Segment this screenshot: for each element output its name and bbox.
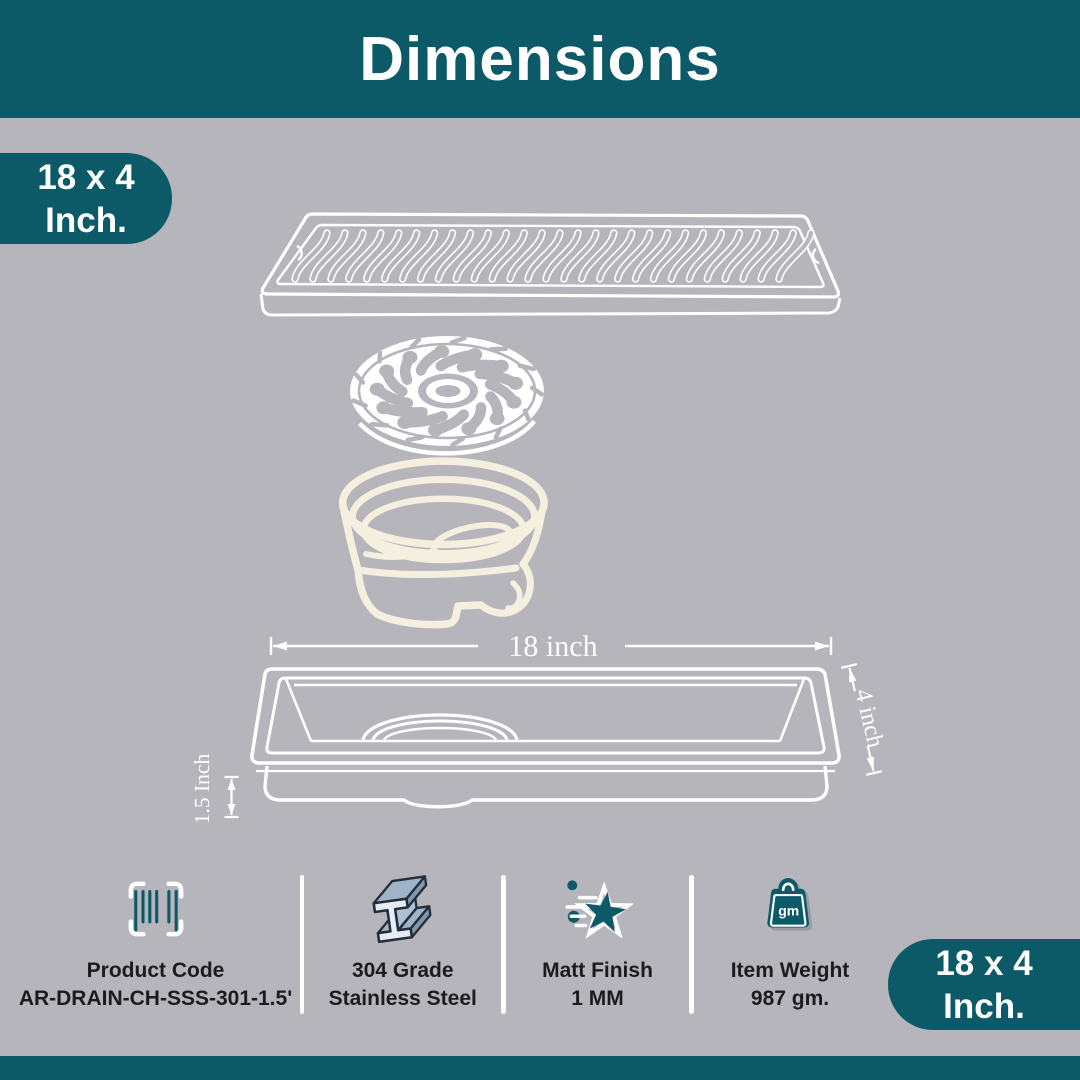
header-band: Dimensions	[0, 0, 1080, 118]
steel-beam-icon	[372, 875, 432, 944]
barcode-icon	[128, 881, 183, 937]
bottom-band	[0, 1056, 1080, 1080]
depth-dimension-label: 1.5 Inch	[190, 754, 214, 825]
weight-bag-icon: gm	[767, 877, 813, 931]
drain-grate-top-drawing	[259, 212, 842, 317]
strainer-plate-drawing	[350, 335, 545, 456]
size-badge-top-line1: 18 x 4	[37, 157, 135, 197]
feature-divider	[689, 875, 694, 1014]
star-sparkle-icon	[564, 880, 633, 939]
feature-title: Item Weight	[730, 959, 850, 982]
size-badge-bottom: 18 x 4 Inch.	[888, 939, 1080, 1030]
features-row: Product Code AR-DRAIN-CH-SSS-301-1.5' 30…	[0, 866, 892, 1026]
feature-icon-wrap	[563, 866, 633, 952]
feature-icon-wrap	[125, 866, 187, 952]
feature-icon-wrap	[368, 866, 438, 952]
feature-divider	[299, 875, 305, 1014]
length-dimension-label: 18 inch	[508, 630, 597, 663]
size-badge-bottom-line2: Inch.	[943, 986, 1025, 1026]
feature-item: Matt Finish 1 MM	[504, 866, 692, 1026]
size-badge-top: 18 x 4 Inch.	[0, 153, 172, 244]
feature-title: Product Code	[86, 959, 225, 982]
drain-tray-drawing	[250, 667, 841, 809]
svg-text:gm: gm	[778, 902, 799, 918]
star-outline	[573, 881, 633, 939]
feature-value: Stainless Steel	[328, 987, 477, 1010]
size-badge-top-line2: Inch.	[45, 200, 127, 240]
feature-icon-wrap: gm	[763, 866, 817, 952]
size-badge-bottom-line1: 18 x 4	[935, 943, 1033, 983]
feature-value: AR-DRAIN-CH-SSS-301-1.5'	[18, 987, 293, 1010]
feature-value: 1 MM	[571, 987, 624, 1010]
page-title: Dimensions	[359, 24, 721, 94]
feature-title: 304 Grade	[351, 959, 454, 982]
feature-item: 304 Grade Stainless Steel	[302, 866, 504, 1026]
feature-item: Product Code AR-DRAIN-CH-SSS-301-1.5'	[0, 866, 302, 1026]
feature-value: 987 gm.	[750, 987, 830, 1010]
feature-title: Matt Finish	[542, 959, 653, 982]
feature-item: gm Item Weight 987 gm.	[692, 866, 889, 1026]
drain-trap-cup-drawing	[338, 457, 548, 629]
width-dimension-label: 4 inch	[849, 687, 888, 751]
dimension-annotations: 18 inch 4 inch 1.5 Inch	[190, 630, 888, 824]
feature-divider	[501, 875, 506, 1014]
